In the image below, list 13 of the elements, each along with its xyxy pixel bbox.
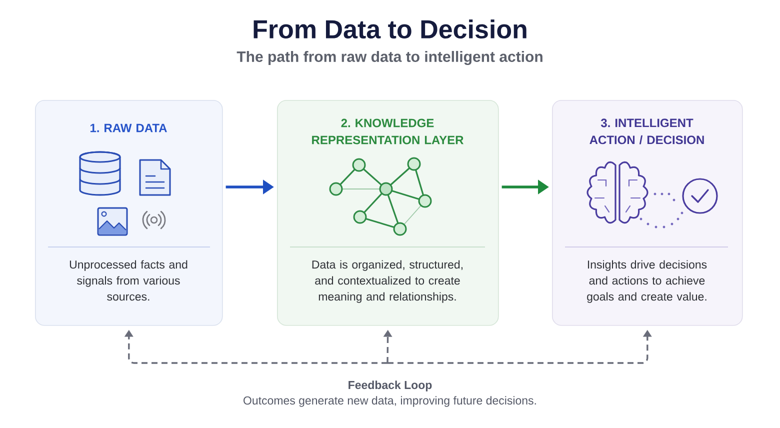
card (552, 100, 743, 326)
title: From Data to Decision (254, 19, 526, 39)
subtitle: The path from raw data to intelligent action (236, 50, 542, 66)
card-text: Insights drive decisions and actions to achieve goals and create value. (587, 260, 707, 303)
card (35, 100, 223, 326)
card-heading: 1. RAW DATA (90, 124, 167, 132)
card-heading: 2. KNOWLEDGE REPRESENTATION LAYER (312, 118, 464, 144)
note-text: Outcomes generate new data, improving future decisions. (244, 396, 536, 407)
card (277, 100, 499, 326)
card-heading: 3. INTELLIGENT ACTION / DECISION (590, 118, 704, 144)
card-text: Unprocessed facts and signals from various sources. (70, 260, 188, 301)
note-heading: Feedback Loop (348, 380, 432, 392)
card-text: Data is organized, structured, and contextualized to create meaning and relationships. (312, 260, 462, 303)
